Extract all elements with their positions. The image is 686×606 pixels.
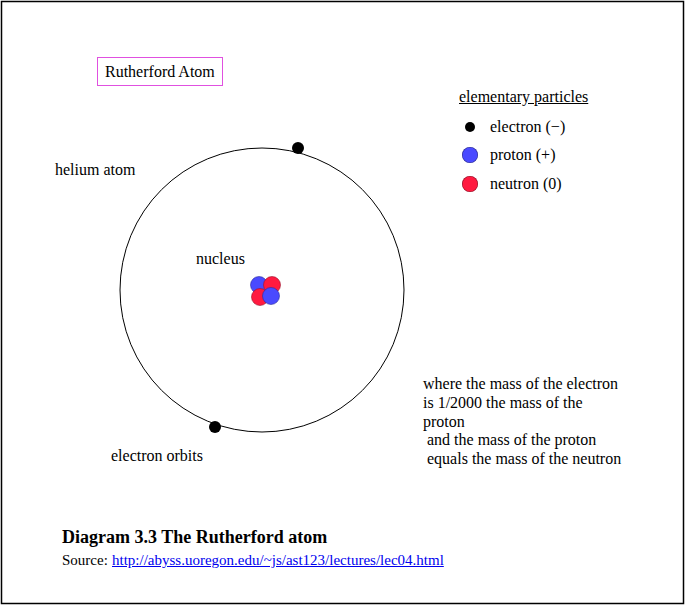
figure-caption: Diagram 3.3 The Rutherford atom: [62, 528, 327, 547]
legend-heading: elementary particles: [459, 87, 588, 106]
electron-dot: [292, 142, 304, 154]
source-link: http://abyss.uoregon.edu/~js/ast123/lect…: [112, 551, 444, 570]
note-text: and the mass of the proton equals the ma…: [427, 430, 623, 468]
legend-text: electron (−): [490, 117, 565, 137]
note-text: where the mass of the electron is 1/2000…: [423, 374, 619, 431]
orbit-label: electron orbits: [111, 446, 203, 465]
atom-label: helium atom: [55, 160, 135, 179]
legend-text: neutron (0): [490, 174, 562, 194]
legend-swatch: [465, 122, 475, 132]
title-box: Rutherford Atom: [97, 57, 223, 86]
proton-ball: [263, 288, 280, 305]
source-prefix: Source:: [62, 551, 108, 570]
nucleus-label: nucleus: [196, 249, 245, 268]
legend-swatch: [462, 176, 478, 192]
legend-swatch: [462, 147, 478, 163]
legend-text: proton (+): [490, 145, 555, 165]
orbit-circle: [120, 148, 404, 432]
electron-dot: [209, 421, 221, 433]
box-title: Rutherford Atom: [105, 62, 215, 81]
nucleus-cluster: [251, 277, 281, 306]
